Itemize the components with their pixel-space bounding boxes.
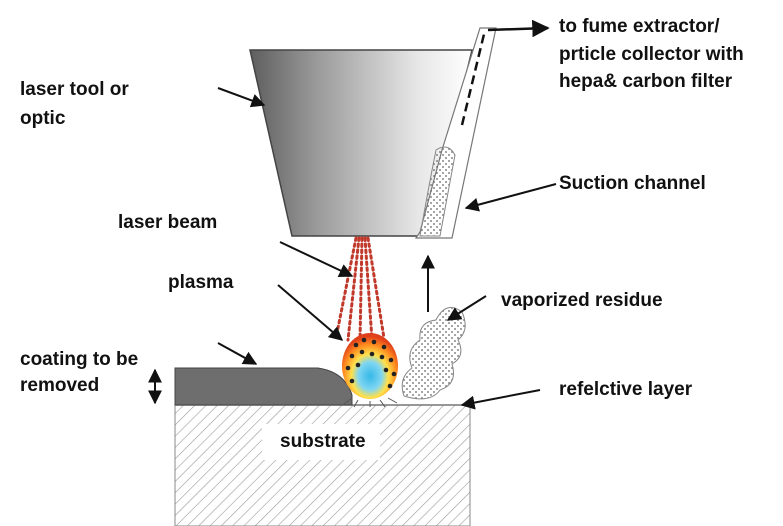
- label-laser-tool-line2: optic: [20, 107, 66, 129]
- substrate-block: [174, 404, 471, 526]
- coating-layer: [174, 367, 353, 406]
- label-suction-channel: Suction channel: [559, 173, 706, 194]
- label-laser-beam: laser beam: [118, 212, 218, 233]
- substrate-label-bg: [262, 424, 380, 460]
- laser-beam: [334, 236, 386, 342]
- label-fume-line2: prticle collector with: [559, 43, 744, 65]
- label-coating: coating to be removed: [20, 347, 138, 398]
- label-fume-line1: to fume extractor/: [559, 16, 720, 37]
- label-coating-line1: coating to be: [20, 349, 139, 370]
- label-reflective-layer: refelctive layer: [559, 379, 693, 400]
- label-fume-line3: hepa& carbon filter: [559, 71, 733, 93]
- fume-flow-dashes: [460, 29, 487, 126]
- arrow-icon: [279, 241, 354, 277]
- label-laser-tool: laser tool or optic: [20, 76, 129, 133]
- plasma-particles: [345, 337, 397, 389]
- arrow-icon: [217, 87, 266, 108]
- plasma-cloud: [342, 333, 398, 399]
- arrow-icon: [460, 389, 541, 410]
- arrow-icon: [487, 19, 550, 38]
- label-substrate: substrate: [280, 431, 366, 452]
- ablation-spatter: [343, 397, 398, 408]
- arrow-icon: [277, 284, 344, 341]
- label-plasma: plasma: [168, 272, 234, 293]
- label-laser-tool-line1: laser tool or: [20, 79, 129, 100]
- suction-particles: [419, 146, 456, 237]
- label-vaporized-residue: vaporized residue: [501, 290, 663, 311]
- label-fume-extractor: to fume extractor/ prticle collector wit…: [559, 13, 744, 96]
- arrow-icon: [446, 295, 487, 321]
- arrow-icon: [217, 342, 258, 365]
- arrow-icon: [464, 183, 557, 212]
- label-coating-line2: removed: [20, 374, 100, 396]
- vaporized-residue-cloud: [401, 307, 466, 400]
